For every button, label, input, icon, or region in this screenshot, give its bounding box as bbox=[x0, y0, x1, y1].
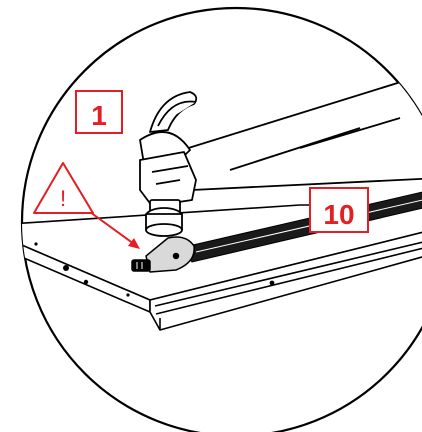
step-number: 1 bbox=[91, 100, 107, 131]
part-number-callout: 10 bbox=[309, 187, 369, 233]
step-number-callout: 1 bbox=[75, 90, 123, 134]
key-clip-icon bbox=[131, 236, 195, 273]
panel-holes bbox=[34, 242, 275, 297]
warning-triangle-icon: ! bbox=[33, 162, 94, 214]
part-number: 10 bbox=[323, 199, 354, 230]
hammer-icon bbox=[139, 75, 422, 237]
warning-arrow bbox=[89, 211, 140, 249]
warning-mark: ! bbox=[60, 186, 66, 211]
